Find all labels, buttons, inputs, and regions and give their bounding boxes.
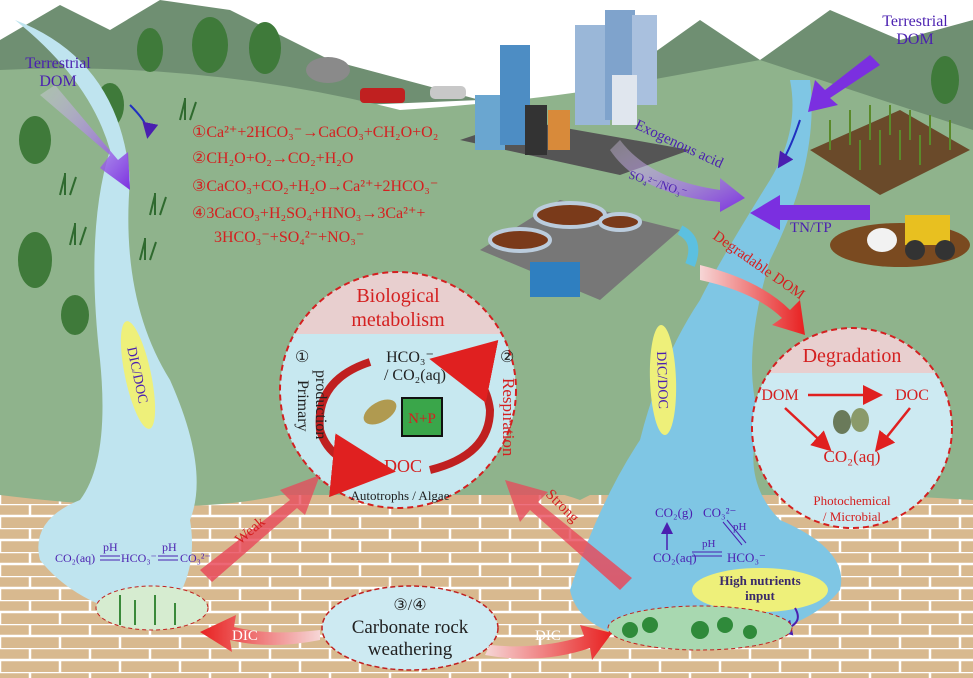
deg-doc-label: DOC bbox=[895, 387, 929, 404]
blue-flow-arrow-left bbox=[129, 104, 159, 139]
respiration-arrow bbox=[429, 340, 499, 474]
primary-production-label: Primaryproduction bbox=[294, 370, 329, 439]
dic-arrow-right bbox=[485, 625, 612, 660]
respiration-num: ② bbox=[500, 349, 514, 366]
car-silver-icon bbox=[430, 86, 466, 99]
primary-num: ① bbox=[295, 349, 309, 366]
corn-crops-icon bbox=[829, 105, 951, 170]
algae-cell-icon bbox=[363, 399, 397, 425]
left-hco3-label: HCO₃⁻ bbox=[121, 551, 157, 565]
right-co3-label: CO₃²⁻ bbox=[703, 505, 736, 520]
left-algae-zone bbox=[95, 585, 209, 631]
left-co2-label: CO₂(aq) bbox=[55, 551, 95, 565]
tractor-icon bbox=[867, 215, 955, 260]
degradation-circle: Degradation DOM DOC CO₂(aq) Photochemica… bbox=[751, 327, 953, 529]
right-co2aq-label: CO₂(aq) bbox=[653, 550, 697, 565]
bio-doc-label: DOC bbox=[384, 456, 422, 476]
primary-production-arrow bbox=[315, 358, 396, 498]
autotrophs-caption: Autotrophs / Algae bbox=[351, 488, 450, 503]
rock-icon bbox=[306, 57, 350, 83]
car-red-icon bbox=[360, 88, 405, 103]
left-ph1-label: pH bbox=[103, 540, 118, 554]
blue-flow-arrow-right bbox=[777, 119, 801, 169]
degradation-title: Degradation bbox=[803, 345, 902, 367]
doc-to-co2-arrow bbox=[874, 407, 911, 452]
grass-ledge bbox=[0, 480, 973, 507]
right-hco3-label: HCO₃⁻ bbox=[727, 550, 766, 565]
terrestrial-dom-arrow-right bbox=[808, 55, 880, 112]
microbe-icon-2 bbox=[851, 408, 869, 432]
equation-4: ④3CaCO₃+H₂SO₄+HNO₃→3Ca²⁺+ bbox=[192, 205, 425, 222]
equation-2: ②CH₂O+O₂→CO₂+H₂O bbox=[192, 150, 353, 167]
dic-right-label: DIC bbox=[535, 628, 561, 644]
exogenous-acid-arrow bbox=[610, 140, 745, 212]
microbe-icon bbox=[833, 410, 851, 434]
aquatic-plants-right-icon bbox=[622, 617, 757, 639]
equation-3: ③CaCO₃+CO₂+H₂O→Ca²⁺+2HCO₃⁻ bbox=[192, 178, 438, 195]
aquatic-plants-left-icon bbox=[119, 595, 176, 625]
dic-arrow-left bbox=[200, 615, 320, 652]
deg-co2-label: CO₂(aq) bbox=[824, 447, 881, 466]
tn-tp-arrow bbox=[750, 195, 870, 230]
weak-arrow bbox=[200, 475, 320, 582]
np-box bbox=[401, 397, 443, 437]
reaction-equations: ①Ca²⁺+2HCO₃⁻→CaCO₃+CH₂O+O₂ ②CH₂O+O₂→CO₂+… bbox=[192, 124, 438, 246]
wastewater-plant-icon bbox=[480, 200, 699, 300]
city-buildings-icon bbox=[460, 10, 690, 175]
terrestrial-dom-arrow-left bbox=[40, 85, 130, 190]
equation-4-cont: 3HCO₃⁻+SO₄²⁻+NO₃⁻ bbox=[214, 229, 364, 246]
left-carbonate-equilibrium: CO₂(aq) pH HCO₃⁻ pH CO₃²⁻ bbox=[55, 540, 211, 565]
np-label: N+P bbox=[408, 411, 436, 427]
right-co2g-label: CO₂(g) bbox=[655, 505, 693, 520]
degradable-dom-arrow bbox=[700, 265, 805, 335]
dom-to-co2-arrow bbox=[784, 407, 832, 452]
dic-left-label: DIC bbox=[232, 628, 258, 644]
left-ph2-label: pH bbox=[162, 540, 177, 554]
deg-dom-label: DOM bbox=[761, 387, 798, 404]
grass-tufts-icon bbox=[59, 98, 197, 261]
tn-tp-label: TN/TP bbox=[790, 220, 832, 236]
right-ph1-label: pH bbox=[733, 521, 747, 533]
degradation-caption: Photochemical/ Microbial bbox=[813, 493, 891, 524]
right-carbonate-equilibrium: CO₂(g) CO₃²⁻ pH CO₂(aq) pH HCO₃⁻ bbox=[653, 505, 766, 565]
carbonate-num: ③/④ bbox=[393, 597, 426, 614]
left-co3-label: CO₃²⁻ bbox=[180, 551, 211, 565]
equation-1: ①Ca²⁺+2HCO₃⁻→CaCO₃+CH₂O+O₂ bbox=[192, 124, 438, 141]
strong-arrow bbox=[505, 480, 632, 590]
dic-doc-right-label: DIC/DOC bbox=[653, 351, 670, 409]
respiration-label: Respiration bbox=[499, 378, 518, 457]
right-ph2-label: pH bbox=[702, 538, 716, 550]
dic-doc-right-badge: DIC/DOC bbox=[649, 325, 677, 435]
river-left bbox=[15, 20, 197, 620]
